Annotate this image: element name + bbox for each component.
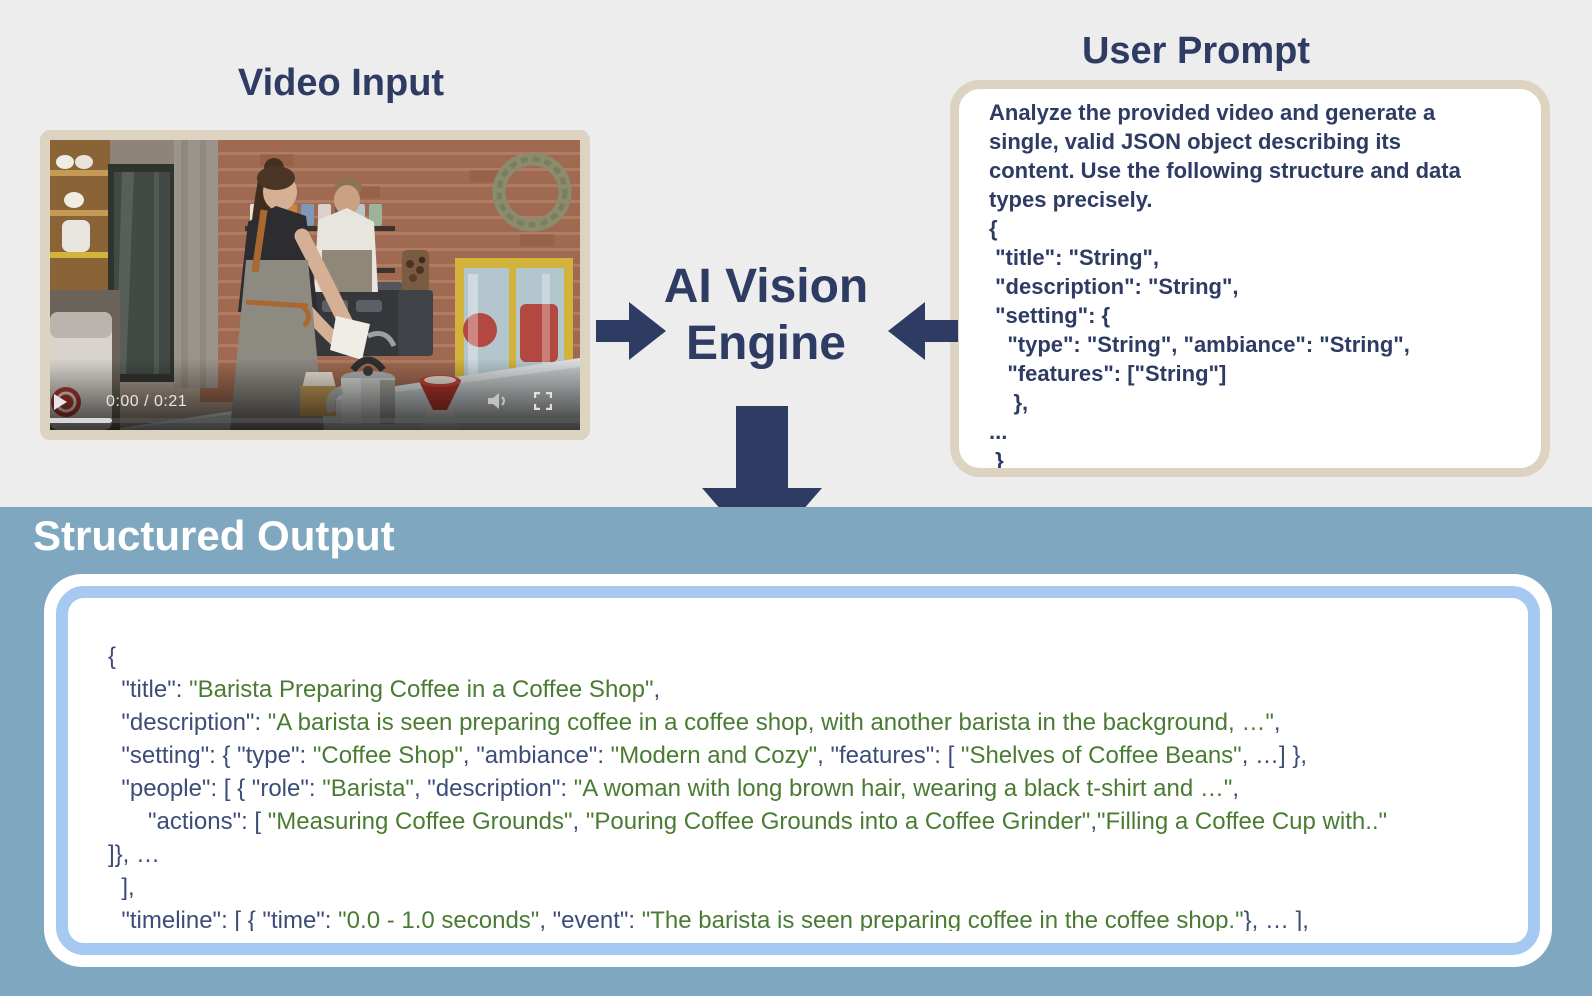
structured-output-inner-border: { "title": "Barista Preparing Coffee in …: [56, 586, 1540, 955]
fullscreen-icon[interactable]: [534, 392, 552, 410]
user-prompt-paragraph: Analyze the provided video and generate …: [989, 100, 1461, 212]
arrow-right-icon: [596, 299, 666, 363]
structured-output-box: { "title": "Barista Preparing Coffee in …: [44, 574, 1552, 967]
ai-vision-engine-label: AI Vision Engine: [663, 260, 869, 370]
structured-output-title: Structured Output: [33, 512, 395, 559]
video-player[interactable]: 0:00 / 0:21: [40, 130, 590, 440]
volume-icon[interactable]: [488, 392, 510, 410]
video-progress-bar[interactable]: [50, 418, 580, 423]
structured-output-json: { "title": "Barista Preparing Coffee in …: [108, 643, 1388, 931]
arrow-left-icon: [882, 299, 958, 363]
video-input-title: Video Input: [237, 62, 445, 104]
play-icon[interactable]: [53, 394, 67, 410]
video-time-display: 0:00 / 0:21: [106, 393, 188, 410]
video-progress-played: [50, 418, 112, 423]
user-prompt-title: User Prompt: [1081, 30, 1311, 72]
user-prompt-json-schema: { "title": "String", "description": "Str…: [989, 216, 1410, 473]
video-controls-bar: 0:00 / 0:21: [50, 390, 580, 414]
user-prompt-box: Analyze the provided video and generate …: [950, 80, 1550, 477]
